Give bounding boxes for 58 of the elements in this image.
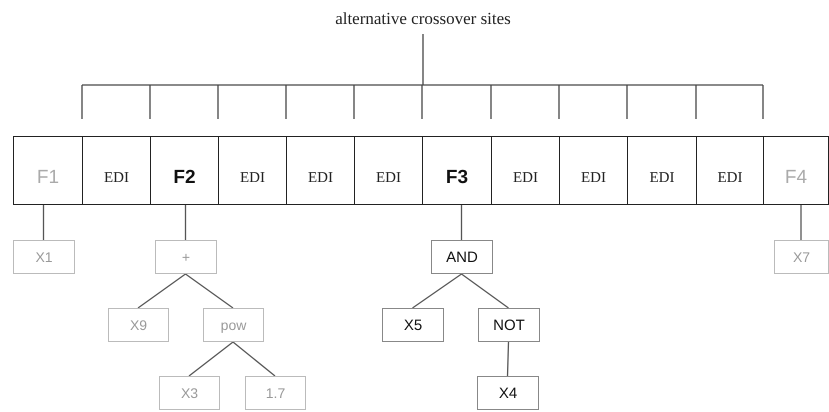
tree-node-box	[477, 376, 539, 410]
node-label: X4	[498, 386, 518, 400]
tree-branch-line	[461, 273, 509, 309]
tree-node-box	[382, 308, 444, 342]
tree-node-box	[774, 240, 829, 274]
gene-cell	[150, 136, 219, 205]
gene-cell	[13, 136, 83, 205]
intron-label: EDI	[240, 171, 265, 186]
intron-label: EDI	[718, 171, 742, 186]
tree-branch-line	[42, 205, 44, 240]
tree-branch-line	[460, 205, 462, 240]
tree-node-box	[108, 308, 169, 342]
intron-label: EDI	[376, 171, 401, 186]
node-label: AND	[446, 250, 478, 264]
tree-node-box	[13, 240, 75, 274]
tree-node-box	[155, 240, 217, 274]
tree-node-box	[431, 240, 493, 274]
intron-label: EDI	[650, 171, 674, 186]
node-label: 1.7	[266, 386, 286, 400]
intron-cell	[286, 136, 355, 205]
tree-branch-line	[185, 273, 234, 309]
intron-label: EDI	[104, 171, 129, 186]
node-label: NOT	[493, 318, 525, 332]
intron-label: EDI	[513, 171, 538, 186]
tree-branch-line	[184, 205, 186, 240]
intron-cell	[82, 136, 151, 205]
gene-label: F4	[784, 168, 808, 186]
intron-cell	[627, 136, 697, 205]
gene-label: F2	[173, 168, 196, 186]
gene-label: F1	[36, 168, 60, 186]
node-label: X1	[35, 250, 53, 264]
intron-cell	[218, 136, 287, 205]
tree-node-box	[478, 308, 540, 342]
node-label: pow	[220, 318, 246, 332]
tree-branch-line	[138, 273, 186, 309]
tree-branch-line	[412, 273, 462, 309]
tree-branch-line	[800, 205, 802, 240]
intron-label: EDI	[308, 171, 333, 186]
tree-node-box	[245, 376, 306, 410]
intron-cell	[696, 136, 764, 205]
tree-branch-line	[188, 341, 234, 377]
tree-branch-line	[232, 342, 276, 376]
gene-cell	[763, 136, 829, 205]
node-label: X5	[404, 318, 422, 332]
intron-label: EDI	[581, 171, 606, 186]
gene-cell	[422, 136, 492, 205]
tree-branch-line	[506, 342, 510, 376]
node-label: +	[182, 250, 190, 264]
annotation-text: alternative crossover sites	[334, 8, 512, 30]
tree-node-box	[159, 376, 220, 410]
gene-label: F3	[446, 168, 468, 186]
tree-node-box	[203, 308, 264, 342]
intron-cell	[354, 136, 423, 205]
intron-cell	[491, 136, 560, 205]
node-label: X3	[180, 386, 198, 400]
node-label: X9	[130, 318, 148, 332]
node-label: X7	[792, 250, 810, 264]
intron-cell	[559, 136, 628, 205]
